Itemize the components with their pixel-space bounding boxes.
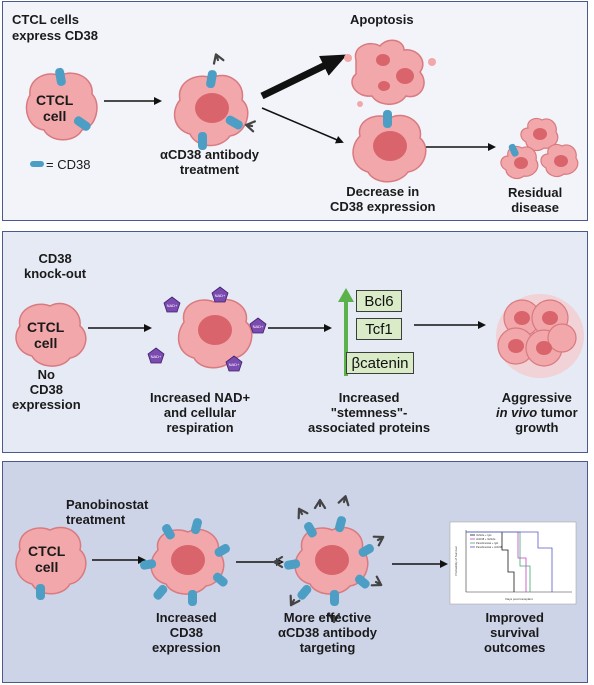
nad-label-4: NAD+ xyxy=(151,354,162,359)
survival-chart-frame xyxy=(449,521,577,605)
aggressive-tumor: tumor xyxy=(537,405,578,420)
increased-nad-label: Increased NAD+ and cellular respiration xyxy=(150,390,251,435)
gene-beta-catenin: βcatenin xyxy=(346,352,414,374)
arrow-to-decrease xyxy=(261,107,344,144)
gene-bcl6: Bcl6 xyxy=(356,290,402,312)
cell-label-p2: CTCL cell xyxy=(27,319,65,351)
survival-chart-y-label: Probability of Survival xyxy=(454,546,458,575)
survival-legend-4: Panobinostat + αCD38 xyxy=(476,545,503,549)
nad-label-2: NAD+ xyxy=(215,293,226,298)
ctcl-cells-express-cd38: CTCL cells express CD38 xyxy=(12,12,98,43)
nad-molecule-labels: NAD+ NAD+ NAD+ NAD+ NAD+ xyxy=(151,293,264,367)
residual-disease-label: Residual disease xyxy=(508,185,563,215)
apoptosis-label: Apoptosis xyxy=(350,12,414,27)
survival-legend-2: αCD38 + Vehicle xyxy=(476,537,496,541)
residual-cells xyxy=(500,117,579,180)
aggressive-line3: growth xyxy=(515,420,559,435)
cell-label-p1: CTCL cell xyxy=(36,92,74,124)
cell-label-p3: CTCL cell xyxy=(28,543,66,575)
stemness-label: Increased "stemness"- associated protein… xyxy=(308,390,431,435)
aggressive-in-vivo: in vivo xyxy=(496,405,538,420)
panel-antibody-treatment xyxy=(2,1,588,221)
decreased-cd38-cell xyxy=(352,110,427,183)
survival-chart: Probability of Survival Days post transp… xyxy=(449,521,577,605)
decrease-cd38-label: Decrease in CD38 expression xyxy=(330,184,436,214)
cd38-high-cell xyxy=(140,518,230,606)
nad-label-5: NAD+ xyxy=(229,362,240,367)
improved-survival-label: Improved survival outcomes xyxy=(484,610,546,655)
antibody-treatment-label: αCD38 antibody treatment xyxy=(160,147,260,177)
ctcl-cell-p3 xyxy=(15,526,87,600)
cd38-knockout-label: CD38 knock-out xyxy=(24,251,87,281)
more-effective-label: More effective αCD38 antibody targeting xyxy=(278,610,378,655)
cd38-legend-marker xyxy=(30,161,44,167)
nad-label-1: NAD+ xyxy=(167,303,178,308)
survival-chart-legend: Vehicle + IgG αCD38 + Vehicle Panobinost… xyxy=(470,533,503,549)
panobinostat-treatment-label: Panobinostat treatment xyxy=(66,497,149,527)
tumor-cluster xyxy=(496,294,584,378)
survival-curve-combo xyxy=(466,531,553,592)
nad-label-3: NAD+ xyxy=(253,324,264,329)
apoptotic-cell xyxy=(344,39,436,107)
nad-molecules xyxy=(147,286,267,372)
no-cd38-expression-label: No CD38 expression xyxy=(12,367,81,412)
gene-tcf1: Tcf1 xyxy=(356,318,402,340)
increased-cd38-label: Increased CD38 expression xyxy=(152,610,221,655)
aggressive-line1: Aggressive xyxy=(501,390,572,405)
survival-legend-3: Panobinostat + IgG xyxy=(476,541,498,545)
ctcl-cell-p1 xyxy=(25,67,98,141)
survival-legend-1: Vehicle + IgG xyxy=(476,533,492,537)
cd38-legend-label: = CD38 xyxy=(46,157,91,172)
aggressive-growth-label: Aggressive in vivo tumor growth xyxy=(496,390,578,435)
arrow-to-apoptosis xyxy=(260,54,348,100)
nad-cell xyxy=(177,298,253,369)
panel-cd38-knockout xyxy=(2,231,588,453)
ctcl-cell-antibody-p1 xyxy=(173,51,256,150)
ctcl-cell-p2 xyxy=(15,302,87,367)
survival-chart-x-label: Days post transplant xyxy=(505,597,533,601)
antibody-targeted-cell xyxy=(272,493,387,624)
